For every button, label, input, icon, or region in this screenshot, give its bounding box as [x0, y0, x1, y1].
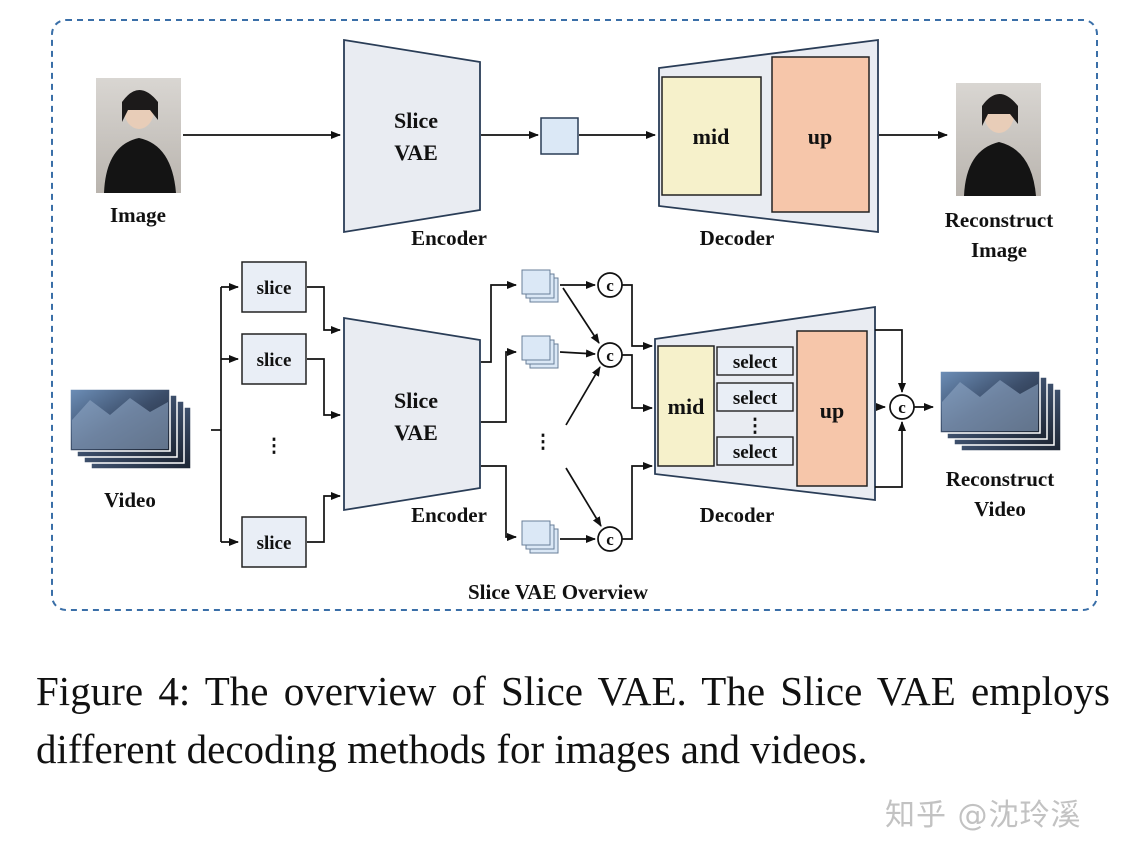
- video-up-block: [796, 330, 868, 487]
- image-encoder-label: Encoder: [411, 226, 487, 250]
- slice-box-1: [241, 261, 307, 313]
- image-vae-label-line2: VAE: [394, 140, 438, 165]
- concat-node-2: c: [597, 342, 623, 368]
- select-label-1: select: [733, 352, 778, 373]
- reconstruct-video-label-line1: Reconstruct: [946, 467, 1054, 491]
- video-mid-label: mid: [668, 394, 705, 419]
- input-image: [96, 78, 181, 193]
- video-vae-label-line1: Slice: [394, 388, 438, 413]
- video-input-label: Video: [104, 488, 156, 512]
- overview-border: [51, 19, 1098, 611]
- select-label-3: select: [733, 442, 778, 463]
- image-input-label: Image: [110, 203, 166, 227]
- svg-text:c: c: [898, 398, 906, 417]
- latent-stack-1: [521, 269, 559, 303]
- select-box-2: [716, 382, 794, 412]
- input-video-frames: [69, 388, 192, 470]
- reconstruct-image-label-line2: Image: [971, 238, 1027, 262]
- video-decoder-label: Decoder: [700, 503, 775, 527]
- select-box-1: [716, 346, 794, 376]
- concat-node-1: c: [597, 272, 623, 298]
- slice-label-2: slice: [257, 350, 292, 371]
- latent-stack-3: [521, 520, 559, 554]
- select-label-2: select: [733, 388, 778, 409]
- svg-text:c: c: [606, 276, 614, 295]
- image-vae-label-line1: Slice: [394, 108, 438, 133]
- figure-caption: Figure 4: The overview of Slice VAE. The…: [36, 668, 1110, 772]
- concat-node-final: c: [889, 394, 915, 420]
- slice-box-2: [241, 333, 307, 385]
- image-decoder-label: Decoder: [700, 226, 775, 250]
- video-vae-label-line2: VAE: [394, 420, 438, 445]
- concat-node-3: c: [597, 526, 623, 552]
- video-encoder-trapezoid: [343, 316, 481, 512]
- image-up-block: [771, 56, 870, 213]
- video-up-label: up: [820, 398, 844, 423]
- reconstruct-video-label-line2: Video: [974, 497, 1026, 521]
- select-box-3: [716, 436, 794, 466]
- slice-box-3: [241, 516, 307, 568]
- select-ellipsis: ⋮: [746, 416, 765, 437]
- image-mid-block: [661, 76, 762, 196]
- image-mid-label: mid: [693, 124, 730, 149]
- video-mid-block: [657, 345, 715, 467]
- image-up-label: up: [808, 124, 832, 149]
- slice-label-1: slice: [257, 278, 292, 299]
- overview-title: Slice VAE Overview: [468, 580, 649, 604]
- watermark: 知乎 @沈玲溪: [885, 798, 1082, 833]
- reconstructed-video-frames: [939, 370, 1062, 452]
- image-latent-box: [540, 117, 579, 155]
- slice-ellipsis: ⋮: [265, 436, 284, 457]
- slice-label-3: slice: [257, 533, 292, 554]
- latent-ellipsis: ⋮: [534, 432, 553, 453]
- image-encoder-trapezoid: [343, 38, 481, 234]
- reconstruct-image-label-line1: Reconstruct: [945, 208, 1053, 232]
- video-encoder-label: Encoder: [411, 503, 487, 527]
- svg-text:c: c: [606, 346, 614, 365]
- svg-text:c: c: [606, 530, 614, 549]
- slice-vae-diagram: Image Slice VAE Encoder mid up Decoder R…: [51, 19, 1098, 611]
- reconstructed-image: [956, 83, 1041, 196]
- latent-stack-2: [521, 335, 559, 369]
